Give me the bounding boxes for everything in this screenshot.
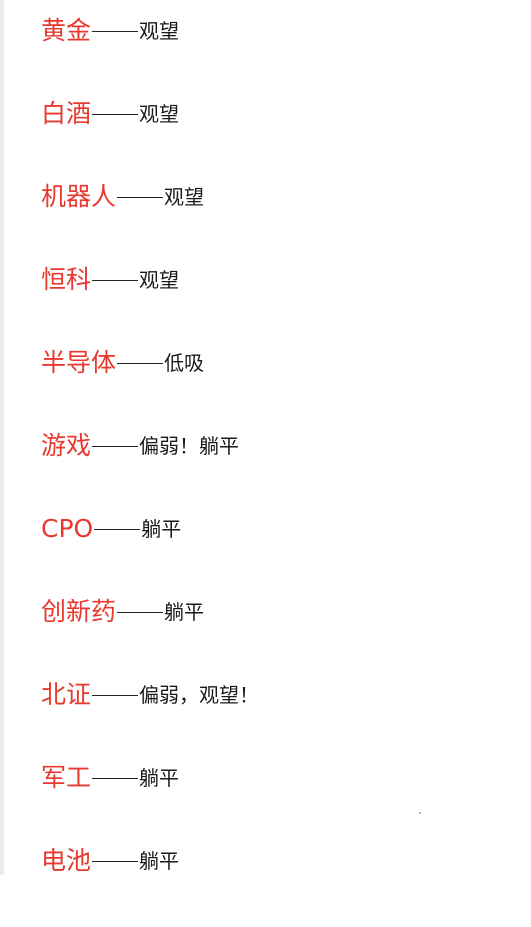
list-item-8: 北证 偏弱，观望！ [41,678,259,761]
sector-status: 观望 [139,19,180,43]
sector-status: 低吸 [164,351,205,375]
list-item-7: 创新药 躺平 [41,595,259,678]
em-dash-separator [92,280,139,281]
em-dash-separator [117,363,164,364]
sector-name: 北证 [41,680,92,709]
list-item-2: 机器人 观望 [41,180,259,263]
list-item-9: 军工 躺平 [41,761,259,844]
sector-name: 军工 [41,763,92,792]
sector-name: 创新药 [41,597,117,626]
left-edge-strip [0,0,4,875]
sector-status: 躺平 [139,766,180,790]
sector-status: 观望 [139,102,180,126]
sector-name: 黄金 [41,16,92,45]
list-item-1: 白酒 观望 [41,97,259,180]
sector-status: 观望 [139,268,180,292]
em-dash-separator [92,861,139,862]
sector-status: 观望 [164,185,205,209]
em-dash-separator [117,197,164,198]
em-dash-separator [92,31,139,32]
sector-status: 躺平 [141,517,182,541]
list-item-5: 游戏 偏弱！躺平 [41,429,259,512]
em-dash-separator [92,446,139,447]
sector-name: 游戏 [41,431,92,460]
sector-status: 躺平 [139,849,180,873]
list-item-3: 恒科 观望 [41,263,259,346]
sector-outlook-list: 黄金 观望 白酒 观望 机器人 观望 恒科 观望 半导体 低吸 游戏 偏弱！躺平… [41,14,259,927]
em-dash-separator [92,778,139,779]
sector-name: 半导体 [41,348,117,377]
em-dash-separator [92,695,139,696]
sector-name: 恒科 [41,265,92,294]
list-item-10: 电池 躺平 [41,844,259,927]
em-dash-separator [117,612,164,613]
sector-name: 白酒 [41,99,92,128]
list-item-0: 黄金 观望 [41,14,259,97]
sector-status: 偏弱！躺平 [139,434,240,458]
sector-name: CPO [41,514,94,543]
sector-status: 偏弱，观望！ [139,683,260,707]
em-dash-separator [92,114,139,115]
em-dash-separator [94,529,141,530]
sector-name: 机器人 [41,182,117,211]
sector-status: 躺平 [164,600,205,624]
stray-dot [419,812,421,814]
sector-name: 电池 [41,846,92,875]
list-item-6: CPO 躺平 [41,512,259,595]
list-item-4: 半导体 低吸 [41,346,259,429]
